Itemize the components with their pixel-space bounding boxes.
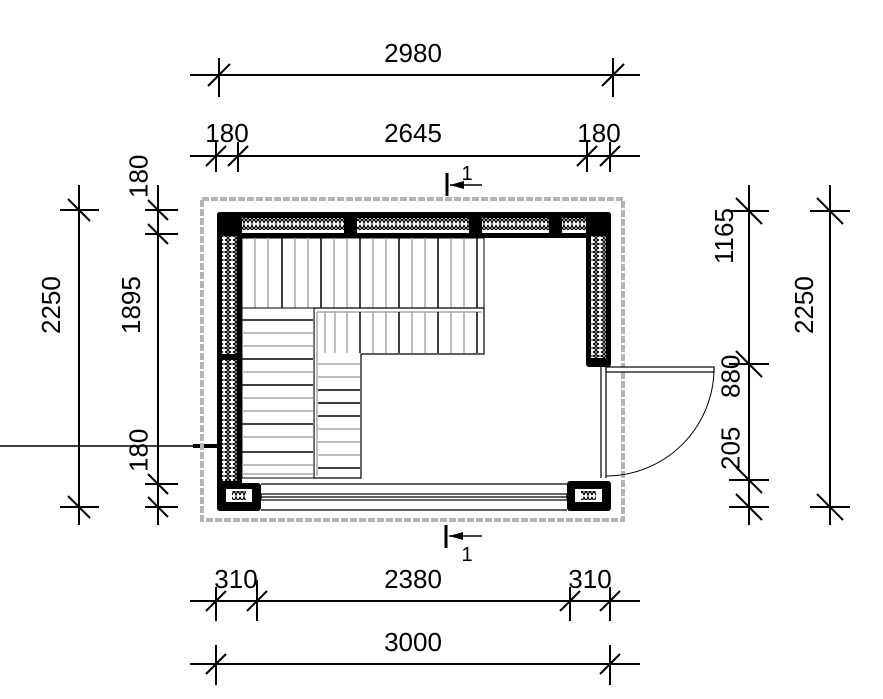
dimension-right-overall xyxy=(810,185,850,525)
dim-left-top-wall-label: 180 xyxy=(123,155,153,198)
dim-top-right-wall-label: 180 xyxy=(577,118,620,148)
section-marker-top xyxy=(445,173,482,196)
wall-stud xyxy=(549,214,562,234)
dimension-left-segments xyxy=(145,185,178,525)
dimension-left-overall xyxy=(60,185,99,525)
wall-stud xyxy=(344,214,357,234)
wall-stud xyxy=(221,354,238,360)
dimension-right-segments xyxy=(729,185,769,525)
dimension-top-segments xyxy=(190,142,640,172)
section-marker-bottom-label: 1 xyxy=(461,544,472,566)
corner-post-bottom-left xyxy=(217,483,261,511)
window-bottom xyxy=(260,483,568,511)
door xyxy=(605,366,715,477)
dim-top-interior-label: 2645 xyxy=(384,118,442,148)
dim-left-bottom-wall-label: 180 xyxy=(123,429,153,472)
door-frame-right xyxy=(600,367,607,478)
dim-left-overall-label: 2250 xyxy=(36,276,66,334)
door-leaf xyxy=(605,366,715,373)
section-marker-top-label: 1 xyxy=(461,163,472,185)
door-swing-arc xyxy=(605,369,715,477)
dimension-bottom-overall xyxy=(190,645,640,685)
dim-right-overall-label: 2250 xyxy=(789,276,819,334)
dim-right-door-label: 880 xyxy=(715,355,745,398)
bench-upper-top xyxy=(241,237,485,309)
dim-bottom-overall-label: 3000 xyxy=(384,627,442,657)
bench-lower-top xyxy=(313,307,485,479)
arrow-left-icon xyxy=(449,532,463,540)
dim-bottom-window-label: 2380 xyxy=(384,564,442,594)
dim-top-left-wall-label: 180 xyxy=(205,118,248,148)
arrow-left-icon xyxy=(450,181,464,189)
dimension-bottom-segments xyxy=(190,580,640,621)
section-marker-bottom xyxy=(444,525,482,548)
dim-bottom-left-post-label: 310 xyxy=(214,564,257,594)
dimension-top-overall xyxy=(190,58,640,97)
dim-bottom-right-post-label: 310 xyxy=(568,564,611,594)
dim-top-overall-label: 2980 xyxy=(384,38,442,68)
dim-right-upper-wall-label: 1165 xyxy=(709,208,739,264)
wall-left xyxy=(217,212,242,510)
wall-top xyxy=(217,212,611,238)
wall-stud xyxy=(469,214,482,234)
dim-left-interior-label: 1895 xyxy=(116,276,146,334)
corner-post-bottom-right xyxy=(567,481,611,511)
footprint-outline-dashed xyxy=(200,197,625,522)
bench-upper-left xyxy=(241,307,315,479)
dim-right-lower-post-label: 205 xyxy=(715,427,745,470)
wall-right-upper xyxy=(586,212,611,367)
